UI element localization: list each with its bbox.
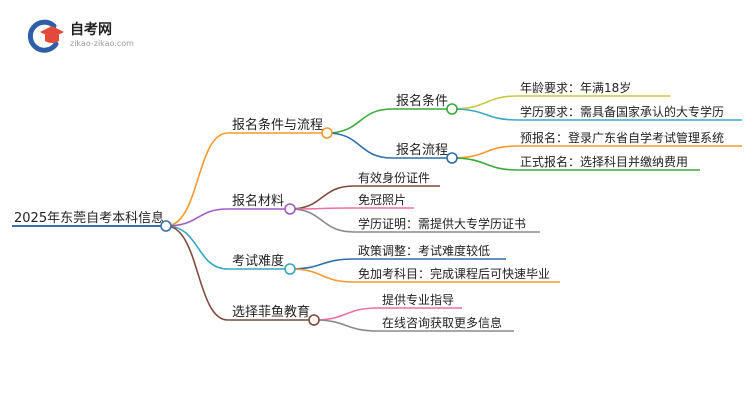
leaf-policy-adjustment[interactable]: 政策调整：考试难度较低 [358,243,490,258]
leaf-exempt-subjects[interactable]: 免加考科目：完成课程后可快速毕业 [358,266,550,281]
leaf-professional-guidance[interactable]: 提供专业指导 [382,292,454,307]
sub-branch-node-1[interactable]: 报名流程 [396,142,448,158]
connector-root-branch-1 [165,208,290,227]
branch-label-0: 报名条件与流程 [232,117,323,133]
leaf-age-requirement[interactable]: 年龄要求：年满18岁 [520,80,631,95]
connectors [165,95,742,332]
branch-node-3[interactable]: 选择菲鱼教育 [232,304,310,320]
leaf-photo[interactable]: 免冠照片 [358,192,406,207]
branch-node-0[interactable]: 报名条件与流程 [232,117,323,133]
connector-root-branch-2 [165,225,290,270]
sub-branch-label-1: 报名流程 [396,142,448,158]
connector-root-branch-0 [165,132,327,227]
leaf-nodes: 年龄要求：年满18岁 学历要求：需具备国家承认的大专学历 预报名：登录广东省自学… [358,80,724,330]
leaf-formal-registration[interactable]: 正式报名：选择科目并缴纳费用 [520,154,688,169]
connector-sub-0-leaf-1 [451,108,742,121]
branch-node-1[interactable]: 报名材料 [232,193,284,209]
branch-label-2: 考试难度 [232,253,284,269]
root-label: 2025年东莞自考本科信息 [14,210,164,226]
logo-ring-icon [27,19,59,53]
logo: 自考网 zikao-zikao.com [27,19,134,53]
leaf-online-consult[interactable]: 在线咨询获取更多信息 [382,315,502,330]
sub-branch-label-0: 报名条件 [396,93,448,109]
leaf-id-document[interactable]: 有效身份证件 [358,170,430,185]
connector-branch-2-leaf-1 [289,268,560,283]
connector-branch-0-sub-0 [326,108,452,134]
sub-branch-1-collapse-toggle[interactable] [446,152,458,164]
connector-sub-1-leaf-0 [451,145,742,159]
logo-title: 自考网 [70,21,112,38]
branch-0-collapse-toggle[interactable] [321,127,333,139]
leaf-education-requirement[interactable]: 学历要求：需具备国家承认的大专学历 [520,104,724,119]
branch-3-collapse-toggle[interactable] [308,314,320,326]
logo-url: zikao-zikao.com [70,39,134,48]
branch-2-collapse-toggle[interactable] [284,263,296,275]
root-collapse-toggle[interactable] [160,220,172,232]
connector-branch-0-sub-1 [326,132,452,159]
junctions [160,103,458,326]
branch-1-collapse-toggle[interactable] [284,203,296,215]
connector-sub-0-leaf-0 [451,95,670,110]
branch-node-2[interactable]: 考试难度 [232,253,284,269]
sub-branch-node-0[interactable]: 报名条件 [396,93,448,109]
connector-branch-1-leaf-0 [289,185,440,210]
leaf-pre-registration[interactable]: 预报名：登录广东省自学考试管理系统 [520,130,724,145]
branch-label-1: 报名材料 [232,193,284,209]
branch-label-3: 选择菲鱼教育 [232,304,310,320]
connector-branch-1-leaf-2 [289,208,540,233]
graduation-cap-icon [27,19,64,53]
logo-cap-tassel-icon [45,35,59,43]
connector-branch-3-leaf-1 [313,319,514,332]
connector-branch-1-leaf-1 [289,207,414,210]
connector-root-branch-3 [165,225,314,321]
connector-sub-1-leaf-1 [451,157,700,171]
root-node[interactable]: 2025年东莞自考本科信息 [12,210,166,227]
leaf-education-proof[interactable]: 学历证明：需提供大专学历证书 [358,216,526,231]
sub-branch-0-collapse-toggle[interactable] [446,103,458,115]
